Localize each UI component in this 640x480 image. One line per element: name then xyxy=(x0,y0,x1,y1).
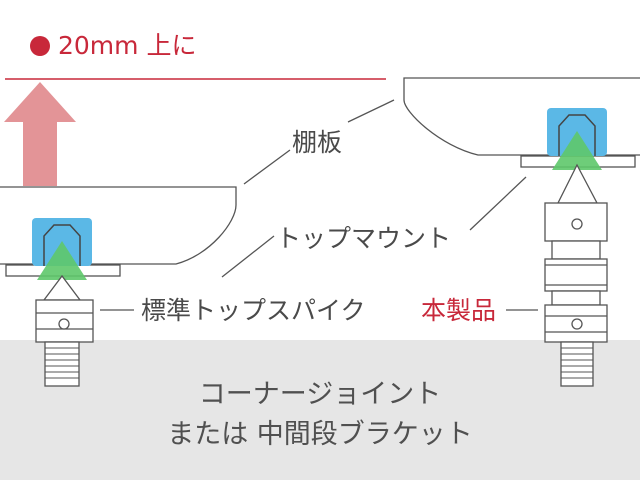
raise-arrow xyxy=(4,82,76,186)
cone-right xyxy=(552,131,602,170)
shelf-label: 棚板 xyxy=(292,128,343,157)
leader-top-mount-left xyxy=(221,235,275,278)
product-spike xyxy=(544,163,608,387)
joint-base-block xyxy=(0,340,640,480)
joint-label: コーナージョイント または 中間段ブラケット xyxy=(0,375,640,455)
leader-shelf xyxy=(243,99,395,185)
cone-left xyxy=(37,241,87,280)
top-mount-socket-left xyxy=(43,224,81,266)
standard-spike-label: 標準トップスパイク xyxy=(141,296,366,325)
top-mount-label: トップマウント xyxy=(276,224,452,253)
top-mount-socket-right xyxy=(558,114,596,156)
joint-label-line2: または 中間段ブラケット xyxy=(167,419,473,450)
standard-spike xyxy=(35,274,94,387)
raise-label-text: 20mm 上に xyxy=(58,31,197,60)
red-dot-icon xyxy=(30,36,50,56)
leader-top-mount-right xyxy=(469,176,527,231)
joint-label-line1: コーナージョイント xyxy=(198,379,442,410)
raise-label: 20mm 上に xyxy=(30,33,196,58)
product-label: 本製品 xyxy=(421,296,497,325)
